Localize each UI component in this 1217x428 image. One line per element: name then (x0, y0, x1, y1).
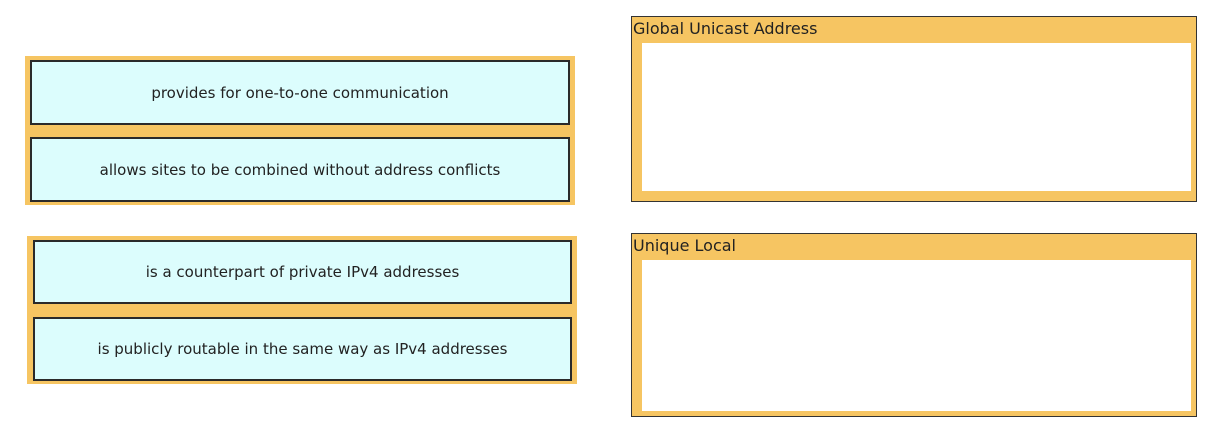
target-title: Unique Local (633, 236, 736, 255)
drop-zone-global-unicast[interactable] (642, 43, 1191, 191)
option-label: is publicly routable in the same way as … (97, 340, 508, 358)
drop-zone-unique-local[interactable] (642, 260, 1191, 411)
option-combine-sites[interactable]: allows sites to be combined without addr… (30, 137, 570, 202)
option-label: provides for one-to-one communication (151, 83, 449, 102)
option-one-to-one[interactable]: provides for one-to-one communication (30, 60, 570, 125)
target-unique-local: Unique Local (631, 233, 1197, 417)
option-label: allows sites to be combined without addr… (99, 160, 501, 179)
option-label: is a counterpart of private IPv4 address… (145, 263, 460, 281)
target-global-unicast: Global Unicast Address (631, 16, 1197, 202)
option-publicly-routable[interactable]: is publicly routable in the same way as … (33, 317, 572, 381)
option-private-counterpart[interactable]: is a counterpart of private IPv4 address… (33, 240, 572, 304)
target-title: Global Unicast Address (633, 19, 818, 38)
